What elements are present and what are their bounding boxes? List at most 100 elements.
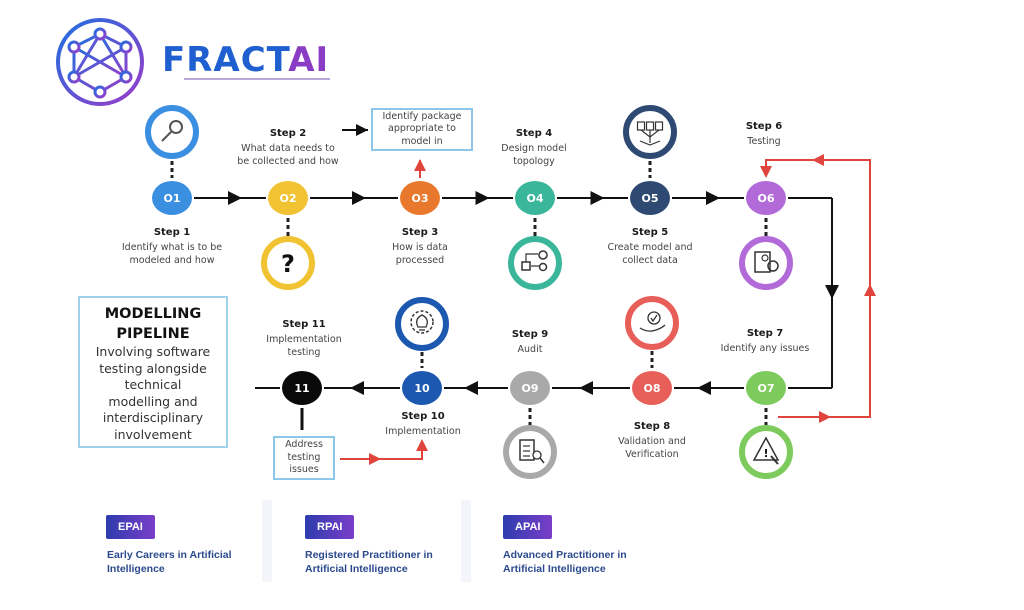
- audit-clipboard-icon: [503, 425, 557, 479]
- gear-shape: [410, 310, 434, 334]
- icon-ring: [503, 425, 557, 479]
- hand-shape: [639, 324, 666, 332]
- step-number: O7: [757, 382, 774, 395]
- step-node-circle: [402, 371, 442, 405]
- step-number: O5: [641, 192, 658, 205]
- step-node-circle: [515, 181, 555, 215]
- flow-gear: [538, 262, 548, 272]
- step-number: O1: [163, 192, 180, 205]
- exclamation-glyph: !: [763, 447, 768, 460]
- flow-node: [538, 250, 548, 260]
- apai-badge[interactable]: APAI: [503, 515, 553, 539]
- step-number: O8: [643, 382, 660, 395]
- card-separator: [262, 500, 272, 582]
- magnifier-icon: [145, 105, 199, 159]
- step-node-5: O5: [630, 181, 670, 215]
- step-node-6: O6: [746, 181, 786, 215]
- icon-ring: [739, 236, 793, 290]
- step-number: O9: [521, 382, 538, 395]
- rpai-badge[interactable]: RPAI: [305, 515, 355, 539]
- step-number: 11: [294, 382, 309, 395]
- flow-arrow-icon: [579, 381, 593, 395]
- magnifier-lens: [532, 450, 542, 460]
- step-node-4: O4: [515, 181, 555, 215]
- gear-shape: [761, 254, 769, 262]
- check-circle: [647, 311, 661, 325]
- feedback-arrow-icon: [416, 439, 428, 451]
- lightbulb-shape: [416, 314, 428, 328]
- step-number: O2: [279, 192, 296, 205]
- check-mark: [650, 314, 658, 323]
- step-node-10: 10: [402, 371, 442, 405]
- clipboard-gears-icon: [739, 236, 793, 290]
- question-glyph: ?: [281, 250, 295, 278]
- icon-ring: [261, 236, 315, 290]
- data-tree-icon: [623, 105, 677, 159]
- hand-check-icon: [625, 296, 679, 350]
- icon-ring: [508, 236, 562, 290]
- magnifier-handle: [770, 455, 779, 465]
- step-node-9: O9: [510, 371, 550, 405]
- magnifier-handle: [539, 457, 545, 464]
- step-number: O3: [411, 192, 428, 205]
- magnifier-lens: [169, 120, 183, 134]
- flow-arrow-icon: [352, 191, 366, 205]
- brand-name: FRACTAI: [162, 40, 330, 80]
- feedback-arrow-icon: [760, 166, 772, 178]
- step-node-circle: [632, 371, 672, 405]
- brand-underline: [184, 78, 330, 80]
- flow-arrow-icon: [825, 285, 839, 299]
- warning-magnifier-icon: !: [739, 425, 793, 479]
- epai-badge[interactable]: EPAI: [106, 515, 155, 539]
- flow-arrow-icon: [228, 191, 242, 205]
- step-node-7: O7: [746, 371, 786, 405]
- step-number: O4: [526, 192, 543, 205]
- fractai-logo-icon: [56, 18, 144, 106]
- address-testing-issues-note: Address testing issues: [273, 436, 335, 480]
- tree-base: [639, 140, 661, 146]
- step-number: 10: [414, 382, 430, 395]
- feedback-arrow-icon: [819, 411, 831, 423]
- step-node-circle: [746, 371, 786, 405]
- step-node-circle: [152, 181, 192, 215]
- feedback-arrow-icon: [864, 284, 876, 296]
- step-node-circle: [510, 371, 550, 405]
- icon-ring: [395, 297, 449, 351]
- feedback-arrow-icon: [369, 453, 381, 465]
- flow-arrow-icon: [475, 191, 490, 205]
- clipboard-shape: [519, 439, 535, 461]
- step-node-3: O3: [400, 181, 440, 215]
- card-separator: [461, 500, 471, 582]
- modelling-pipeline-summary: MODELLING PIPELINE Involving software te…: [78, 296, 228, 448]
- question-icon: ?: [261, 236, 315, 290]
- tree-branch: [640, 129, 660, 138]
- flowchart-icon: [508, 236, 562, 290]
- gear-shape: [767, 260, 779, 272]
- identify-package-note: Identify package appropriate to model in: [371, 108, 473, 151]
- feedback-loop-line: [765, 159, 871, 418]
- step-node-circle: [630, 181, 670, 215]
- flow-arrow-icon: [590, 191, 605, 205]
- step-node-circle: [746, 181, 786, 215]
- feedback-arrow-icon: [812, 154, 824, 166]
- step-node-2: O2: [268, 181, 308, 215]
- feedback-line: [340, 443, 423, 460]
- magnifier-handle: [161, 131, 172, 142]
- arrow-head-icon: [356, 124, 368, 136]
- step-node-8: O8: [632, 371, 672, 405]
- lightbulb-gear-icon: [395, 297, 449, 351]
- step-node-1: O1: [152, 181, 192, 215]
